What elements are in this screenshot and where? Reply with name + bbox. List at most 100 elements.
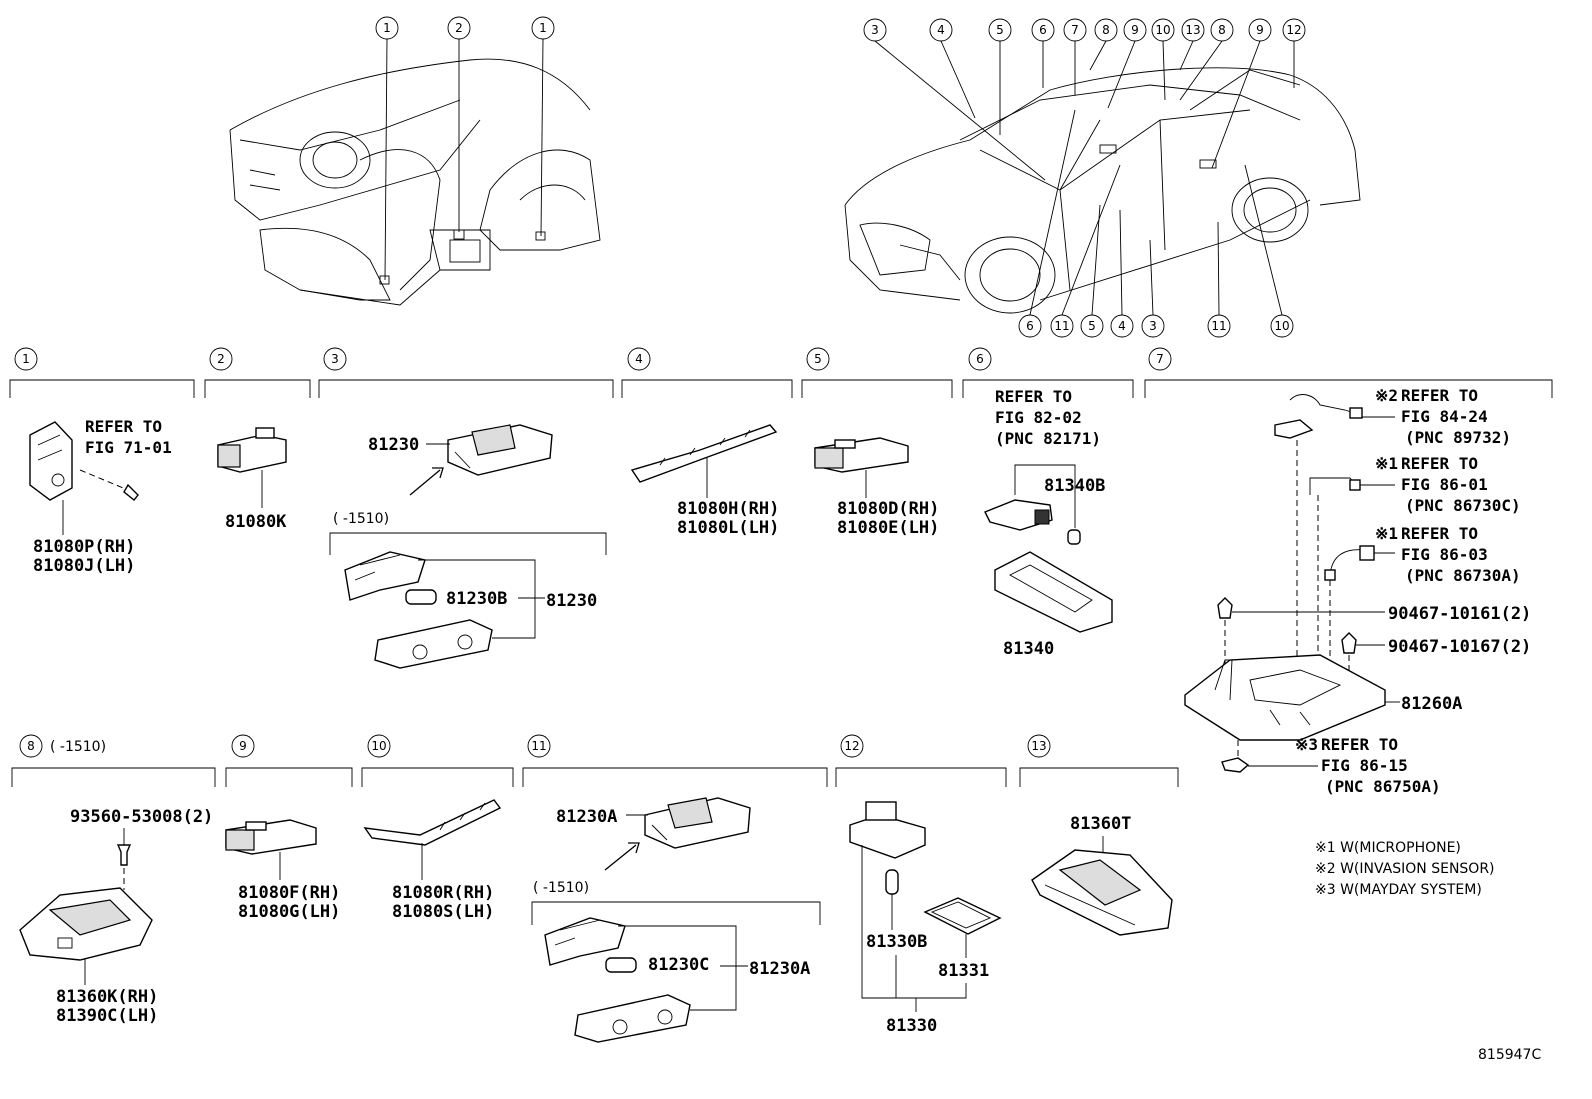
section-11-date: ( -1510): [533, 880, 589, 896]
section-4: 4 81080H(RH) 81080L(LH): [621, 347, 793, 538]
section-10-number: 10: [371, 739, 386, 753]
clip-icon-1: [1217, 597, 1233, 619]
section-8: 8 ( -1510) 93560-53008(2) 81360K(RH) 813…: [11, 734, 216, 1026]
ref-mark-1b: ※1: [1375, 524, 1398, 543]
svg-text:6: 6: [1039, 23, 1047, 37]
callout-4-top: 4: [929, 18, 976, 119]
svg-text:13: 13: [1185, 23, 1200, 37]
interior-illustration: [229, 58, 601, 306]
note-invasion-sensor: ※2 W(INVASION SENSOR): [1315, 861, 1495, 877]
ref-86-15-line1: REFER TO: [1321, 735, 1398, 754]
ref-mark-1a: ※1: [1375, 454, 1398, 473]
svg-text:11: 11: [1054, 319, 1069, 333]
ref-86-03-line2: FIG 86-03: [1401, 545, 1488, 564]
car-callouts-top: 3 4 5 6 7 8 9 10 13 8 9 12: [863, 18, 1306, 181]
ref-86-15-line2: FIG 86-15: [1321, 756, 1408, 775]
part-81080E: 81080E(LH): [837, 518, 939, 538]
callout-4-bottom: 4: [1110, 209, 1134, 338]
part-81340-socket-icon: [984, 499, 1053, 531]
ref-84-24-line1: REFER TO: [1401, 386, 1478, 405]
section-12: 12 81330B 81331 81330: [835, 734, 1007, 1036]
section-6-ref-line1: REFER TO: [995, 387, 1072, 406]
section-8-date: ( -1510): [50, 739, 106, 755]
section-1-number: 1: [22, 352, 30, 366]
ref-86-03-line1: REFER TO: [1401, 524, 1478, 543]
bulb-icon-12: [885, 869, 899, 895]
part-81230-top: 81230: [368, 435, 419, 455]
part-81260A: 81260A: [1401, 694, 1462, 714]
microphone-wire-icon-1: [1309, 477, 1361, 495]
section-6: 6 REFER TO FIG 82-02 (PNC 82171) 81340B …: [962, 347, 1134, 659]
section-3-date: ( -1510): [333, 511, 389, 527]
invasion-sensor-icon: [1274, 394, 1363, 439]
part-81080K: 81080K: [225, 512, 287, 532]
section-9-number: 9: [239, 739, 247, 753]
callout-10-top: 10: [1151, 18, 1175, 101]
callout-3-top: 3: [863, 18, 1046, 181]
bulb-icon: [405, 589, 437, 605]
section-8-number: 8: [27, 739, 35, 753]
callout-1: 1: [383, 21, 391, 35]
svg-text:4: 4: [937, 23, 945, 37]
ref-86-01-line2: FIG 86-01: [1401, 475, 1488, 494]
section-6-number: 6: [976, 352, 984, 366]
ref-84-24-line2: FIG 84-24: [1401, 407, 1488, 426]
svg-text:11: 11: [1211, 319, 1226, 333]
diagram-id: 815947C: [1478, 1047, 1541, 1063]
section-11: 11 81230A ( -1510) 81230C 81230A: [522, 734, 828, 1043]
section-2-number: 2: [217, 352, 225, 366]
car-illustration: [844, 67, 1361, 314]
callout-6-bottom: 6: [1018, 109, 1076, 338]
callout-11b-bottom: 11: [1207, 221, 1231, 338]
callout-11-bottom: 11: [1050, 164, 1121, 338]
section-3: 3 81230 ( -1510) 81230B 81230: [318, 347, 614, 669]
section-10: 10 81080R(RH) 81080S(LH): [361, 734, 514, 922]
callout-13-top: 13: [1179, 18, 1205, 71]
section-1-ref-line2: FIG 71-01: [85, 438, 172, 457]
svg-text:9: 9: [1256, 23, 1264, 37]
ref-mark-3: ※3: [1295, 735, 1318, 754]
ref-84-24-line3: (PNC 89732): [1405, 428, 1511, 447]
part-81360K: 81360K(RH): [56, 987, 158, 1007]
callout-1b: 1: [539, 21, 547, 35]
part-81330: 81330: [886, 1016, 937, 1036]
part-81390C: 81390C(LH): [56, 1006, 158, 1026]
part-81230A-top: 81230A: [556, 807, 617, 827]
part-90467-10161: 90467-10161(2): [1388, 604, 1531, 624]
callout-12-top: 12: [1282, 18, 1306, 88]
svg-text:10: 10: [1274, 319, 1289, 333]
part-81230B: 81230B: [446, 589, 507, 609]
svg-text:9: 9: [1131, 23, 1139, 37]
part-81230C: 81230C: [648, 955, 709, 975]
screw-icon: [116, 844, 132, 866]
ref-mark-2: ※2: [1375, 386, 1398, 405]
ref-86-01-line3: (PNC 86730C): [1405, 496, 1521, 515]
part-81360T: 81360T: [1070, 814, 1131, 834]
section-6-ref-line3: (PNC 82171): [995, 429, 1101, 448]
section-3-number: 3: [331, 352, 339, 366]
part-81080G: 81080G(LH): [238, 902, 340, 922]
bulb-icon-6: [1067, 529, 1081, 545]
part-93560-53008: 93560-53008(2): [70, 807, 213, 827]
part-81080F: 81080F(RH): [238, 883, 340, 903]
section-12-number: 12: [844, 739, 859, 753]
part-81080h-strip-icon: [630, 424, 778, 483]
part-81080r-strip-icon: [363, 799, 502, 846]
interior-callouts: 1 2 1: [375, 16, 555, 285]
mayday-wire-icon: [1221, 757, 1250, 773]
svg-text:8: 8: [1102, 23, 1110, 37]
part-81080J: 81080J(LH): [33, 556, 135, 576]
section-5-number: 5: [814, 352, 822, 366]
callout-5-bottom: 5: [1080, 204, 1104, 338]
ref-86-03-line3: (PNC 86730A): [1405, 566, 1521, 585]
callout-2: 2: [455, 21, 463, 35]
note-mayday-system: ※3 W(MAYDAY SYSTEM): [1315, 882, 1482, 898]
part-81080d-icon: [814, 437, 909, 473]
part-81230a-lens-icon: [574, 994, 691, 1043]
svg-text:12: 12: [1286, 23, 1301, 37]
svg-text:5: 5: [1088, 319, 1096, 333]
section-13: 13 81360T: [1019, 734, 1179, 936]
part-81080H: 81080H(RH): [677, 499, 779, 519]
svg-text:3: 3: [871, 23, 879, 37]
